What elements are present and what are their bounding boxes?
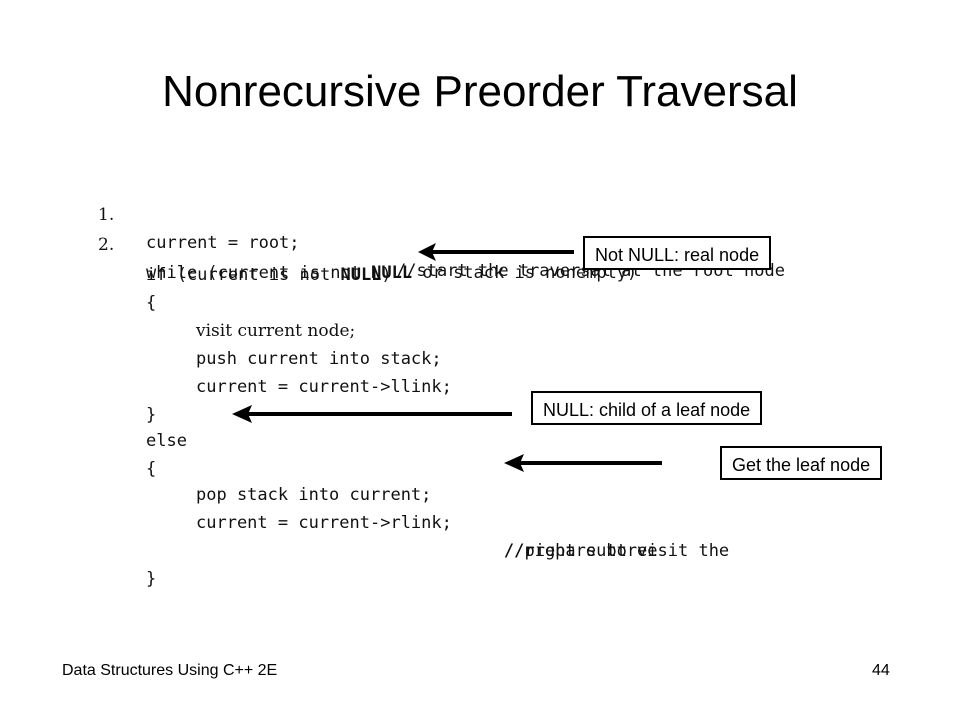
page-number: 44: [872, 662, 890, 679]
null-keyword: NULL: [371, 263, 413, 283]
code-text: current = current->rlink;: [196, 513, 452, 533]
code-line-8: }: [98, 373, 156, 425]
close-brace: }: [146, 405, 157, 425]
arrow-null-child: [232, 405, 512, 423]
code-text: current = root;: [146, 233, 300, 253]
code-fragment: ): [381, 265, 392, 285]
code-line-9: else: [98, 399, 187, 451]
footer-course-title: Data Structures Using C++ 2E: [62, 662, 278, 679]
open-brace: {: [146, 459, 157, 479]
arrow-get-leaf: [504, 454, 662, 472]
code-fragment: if (current is not: [146, 265, 341, 285]
code-text: visit current node;: [196, 321, 356, 341]
code-line-2: 2. while (current is not NULL or stack i…: [98, 203, 637, 283]
callout-get-leaf: Get the leaf node: [720, 446, 883, 480]
code-text: push current into stack;: [196, 349, 442, 369]
line-number: 2.: [98, 235, 115, 255]
code-line-10: {: [98, 427, 156, 479]
code-line-4: {: [98, 261, 156, 313]
code-text: while (current is not NULL or stack is n…: [146, 259, 637, 287]
code-line-3: if (current is not NULL): [98, 233, 392, 285]
code-fragment: while (current is not: [146, 263, 372, 283]
code-text: else: [146, 431, 187, 451]
open-brace: {: [146, 293, 157, 313]
code-line-14: }: [98, 537, 156, 589]
code-text: current = current->llink;: [196, 377, 452, 397]
code-text: if (current is not NULL): [146, 261, 392, 289]
code-line-13: //right subtree: [98, 509, 658, 561]
code-line-6: push current into stack;: [98, 317, 442, 369]
null-keyword: NULL: [340, 265, 382, 285]
code-comment: //right subtree: [504, 541, 658, 561]
code-comment: //prepare to visit the: [504, 541, 730, 561]
close-brace: }: [146, 569, 157, 589]
code-text: pop stack into current;: [196, 485, 432, 505]
code-line-5: visit current node;: [98, 289, 355, 341]
code-line-1: 1. current = root; //start the traversal…: [98, 173, 785, 281]
slide-title: Nonrecursive Preorder Traversal: [162, 67, 798, 116]
callout-null-child: NULL: child of a leaf node: [531, 391, 763, 425]
callout-not-null: Not NULL: real node: [583, 236, 772, 270]
code-line-12: current = current->rlink; //prepare to v…: [98, 481, 729, 561]
code-line-11: pop stack into current;: [98, 453, 431, 505]
code-line-7: current = current->llink;: [98, 345, 452, 397]
line-number: 1.: [98, 205, 115, 225]
